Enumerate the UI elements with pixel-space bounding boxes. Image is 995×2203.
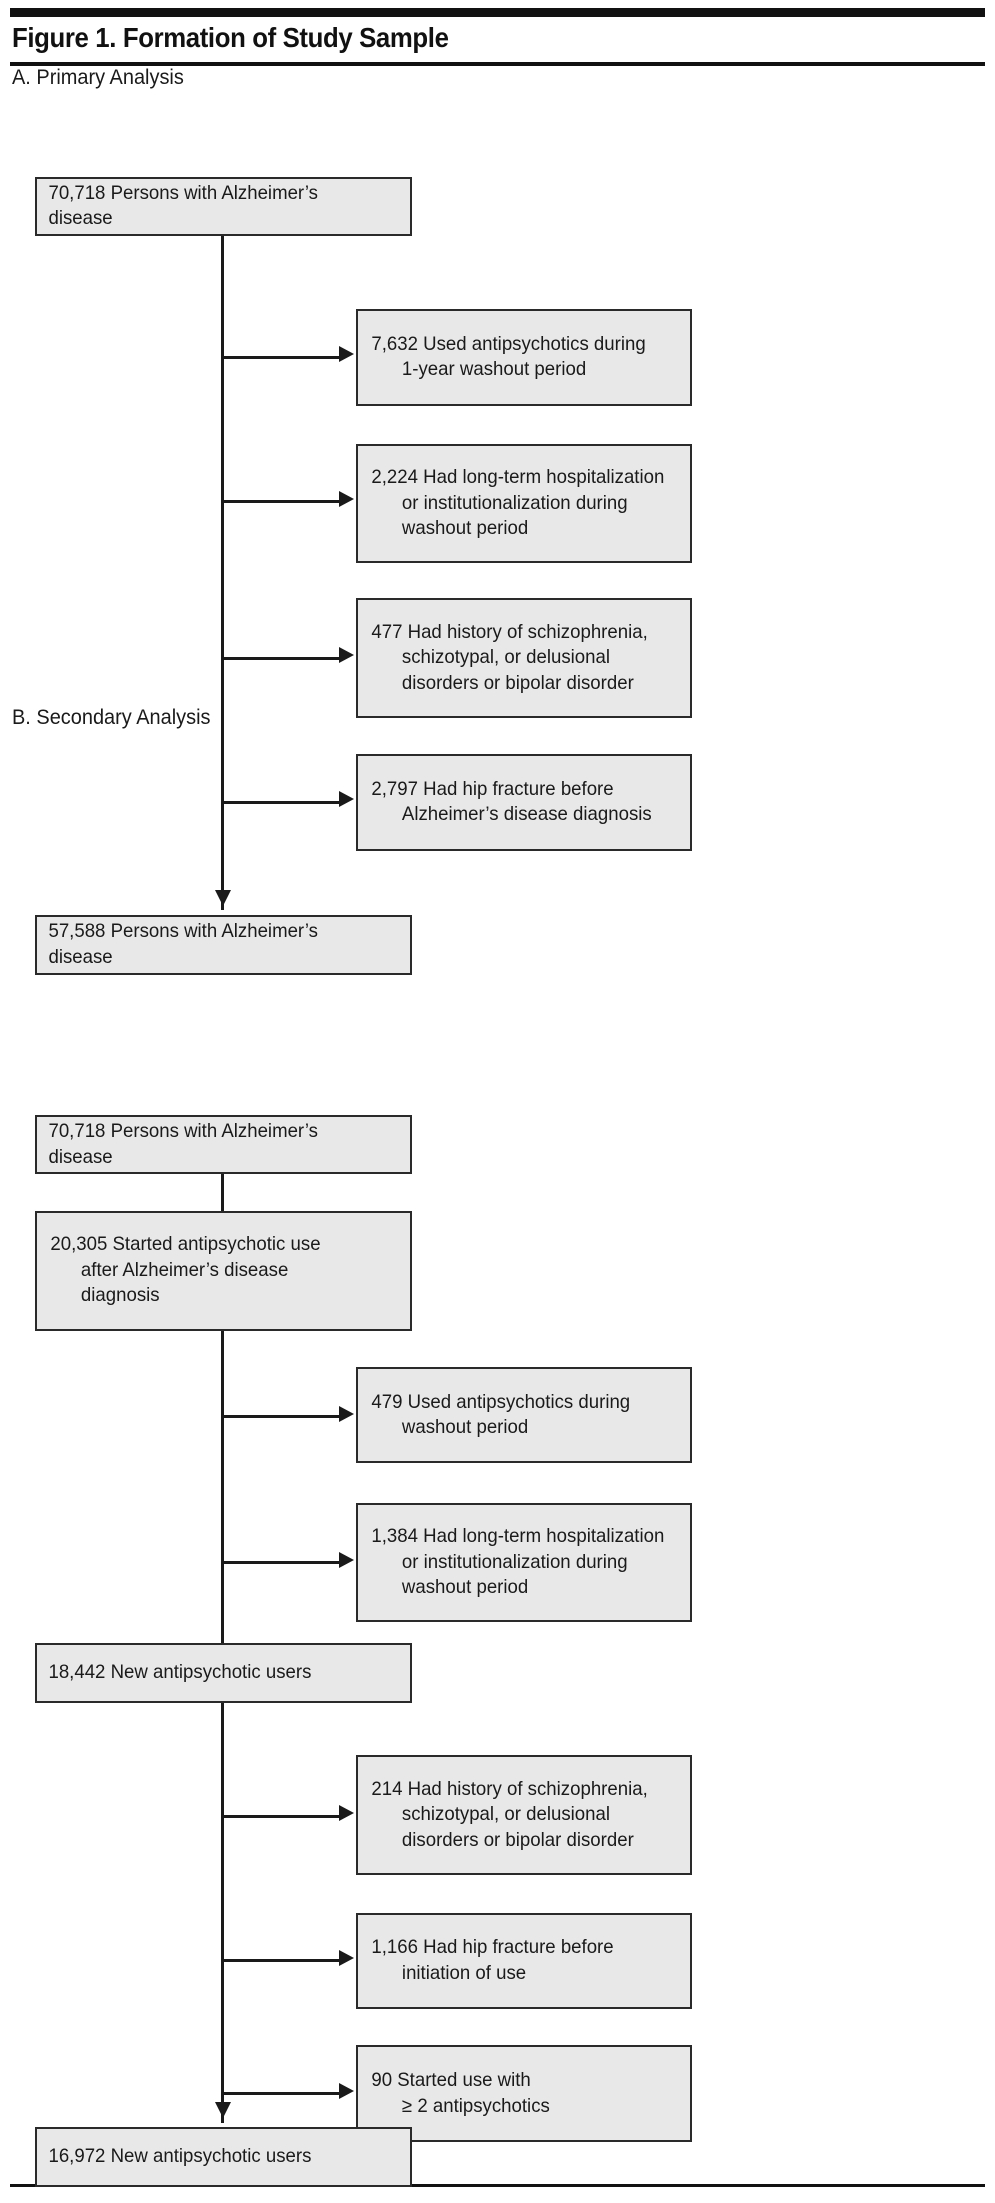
secondary-trunk-arrowhead [214,2102,231,2119]
node-secondary-exclusion-4-text: 1,166 Had hip fracture before initiation… [371,1936,614,1984]
node-primary-exclusion-1-text: 7,632 Used antipsychotics during 1-year … [371,332,646,381]
primary-branch-3-arrowhead [339,647,354,664]
node-primary-exclusion-2-text: 2,224 Had long-term hospitalization or i… [371,466,665,540]
node-primary-start: 70,718 Persons with Alzheimer’s disease [35,176,412,237]
node-secondary-start-text: 70,718 Persons with Alzheimer’s disease [48,1120,318,1168]
top-rule [10,8,985,17]
node-primary-exclusion-3: 477 Had history of schizophrenia, schizo… [356,598,692,718]
panel-a-label: A. Primary Analysis [12,66,184,89]
secondary-lower-branch-3-arrowhead [339,2082,354,2099]
primary-branch-3-line [221,656,339,660]
node-primary-exclusion-4: 2,797 Had hip fracture before Alzheimer’… [356,754,692,851]
primary-branch-1-line [221,355,339,359]
secondary-upper-branch-2-line [221,1561,339,1565]
primary-branch-2-line [221,500,339,504]
secondary-lower-branch-2-line [221,1959,339,1963]
node-primary-end: 57,588 Persons with Alzheimer’s disease [35,914,412,975]
panel-b-label: B. Secondary Analysis [12,706,211,729]
node-secondary-started-use-text: 20,305 Started antipsychotic use after A… [50,1233,321,1307]
primary-branch-2-arrowhead [339,490,354,507]
secondary-upper-trunk-line [221,1330,224,1672]
node-secondary-started-use: 20,305 Started antipsychotic use after A… [35,1210,412,1331]
node-secondary-middle: 18,442 New antipsychotic users [35,1642,412,1703]
primary-branch-1-arrowhead [339,346,354,363]
secondary-upper-branch-1-arrowhead [339,1405,354,1422]
secondary-upper-branch-2-arrowhead [339,1551,354,1568]
node-primary-exclusion-4-text: 2,797 Had hip fracture before Alzheimer’… [371,777,652,826]
node-secondary-middle-text: 18,442 New antipsychotic users [48,1660,312,1683]
node-primary-end-text: 57,588 Persons with Alzheimer’s disease [48,920,318,968]
node-secondary-exclusion-5: 90 Started use with ≥ 2 antipsychotics [356,2045,692,2142]
primary-trunk-arrowhead [214,889,231,906]
primary-trunk-line [221,236,224,911]
secondary-upper-branch-1-line [221,1415,339,1419]
title-underline-rule [10,62,985,66]
secondary-lower-trunk-line [221,1702,224,2123]
node-secondary-exclusion-2-text: 1,384 Had long-term hospitalization or i… [371,1525,665,1599]
secondary-lower-branch-3-line [221,2092,339,2096]
node-secondary-end-text: 16,972 New antipsychotic users [48,2145,312,2168]
node-secondary-exclusion-3-text: 214 Had history of schizophrenia, schizo… [371,1777,648,1851]
secondary-lower-branch-2-arrowhead [339,1949,354,1966]
node-primary-start-text: 70,718 Persons with Alzheimer’s disease [48,181,318,230]
secondary-lower-branch-1-arrowhead [339,1805,354,1822]
node-secondary-exclusion-1-text: 479 Used antipsychotics during washout p… [371,1390,631,1439]
node-primary-exclusion-1: 7,632 Used antipsychotics during 1-year … [356,309,692,406]
node-primary-exclusion-2: 2,224 Had long-term hospitalization or i… [356,443,692,564]
primary-branch-4-line [221,800,339,804]
node-secondary-exclusion-4: 1,166 Had hip fracture before initiation… [356,1912,692,2009]
bottom-rule [10,2184,985,2187]
node-secondary-end: 16,972 New antipsychotic users [35,2127,412,2187]
node-secondary-start: 70,718 Persons with Alzheimer’s disease [35,1114,412,1175]
secondary-lower-branch-1-line [221,1814,339,1818]
node-secondary-exclusion-2: 1,384 Had long-term hospitalization or i… [356,1502,692,1623]
node-primary-exclusion-3-text: 477 Had history of schizophrenia, schizo… [371,620,648,694]
node-secondary-exclusion-5-text: 90 Started use with ≥ 2 antipsychotics [371,2069,550,2117]
node-secondary-exclusion-3: 214 Had history of schizophrenia, schizo… [356,1755,692,1875]
primary-branch-4-arrowhead [339,791,354,808]
node-secondary-exclusion-1: 479 Used antipsychotics during washout p… [356,1367,692,1464]
figure-title: Figure 1. Formation of Study Sample [12,22,449,53]
secondary-link-1-line [221,1174,224,1211]
